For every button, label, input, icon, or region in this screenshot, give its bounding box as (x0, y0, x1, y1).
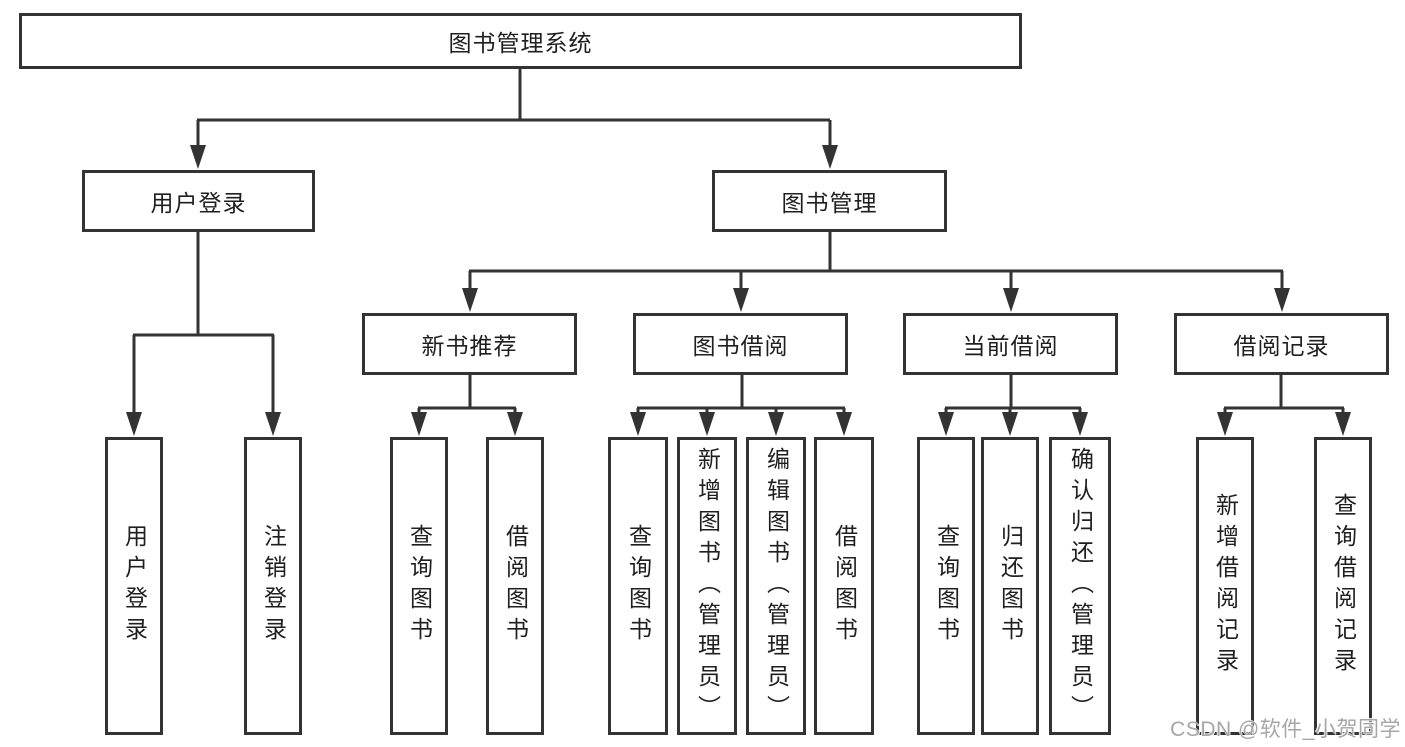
leaf-logout: 注销登录 (244, 437, 302, 735)
csdn-watermark: CSDN @软件_小贺同学 (1170, 718, 1401, 741)
node-new-book-recommend: 新书推荐 (362, 313, 577, 375)
leaf-borrow-books-label: 借阅图书 (831, 524, 858, 648)
leaf-user-login-label: 用户登录 (121, 524, 148, 648)
leaf-user-login: 用户登录 (105, 437, 163, 735)
leaf-return-books-label: 归还图书 (997, 524, 1024, 648)
leaf-query-books-borrowing: 查询图书 (608, 437, 668, 735)
leaf-borrow-books-recommend: 借阅图书 (486, 437, 544, 735)
node-book-management: 图书管理 (712, 170, 947, 232)
leaf-query-books-recommend: 查询图书 (390, 437, 448, 735)
leaf-query-books-current-label: 查询图书 (933, 524, 960, 648)
leaf-query-books-recommend-label: 查询图书 (406, 524, 433, 648)
node-user-login: 用户登录 (82, 170, 315, 232)
node-library-management-system: 图书管理系统 (19, 13, 1022, 69)
leaf-query-books-current: 查询图书 (917, 437, 975, 735)
leaf-confirm-return-admin: 确认归还（管理员） (1049, 437, 1111, 735)
leaf-borrow-books: 借阅图书 (814, 437, 874, 735)
arrowhead-icons (126, 145, 1351, 436)
leaf-query-borrow-record-label: 查询借阅记录 (1330, 493, 1357, 679)
leaf-add-borrow-record-label: 新增借阅记录 (1212, 493, 1239, 679)
leaf-logout-label: 注销登录 (260, 524, 287, 648)
leaf-edit-books-admin-label: 编辑图书（管理员） (763, 446, 790, 726)
leaf-add-books-admin-label: 新增图书（管理员） (694, 446, 721, 726)
leaf-add-books-admin: 新增图书（管理员） (677, 437, 737, 735)
node-book-borrowing: 图书借阅 (633, 313, 848, 375)
leaf-query-books-borrowing-label: 查询图书 (625, 524, 652, 648)
leaf-query-borrow-record: 查询借阅记录 (1314, 437, 1372, 735)
leaf-borrow-books-recommend-label: 借阅图书 (502, 524, 529, 648)
node-current-borrowing: 当前借阅 (903, 313, 1118, 375)
leaf-confirm-return-admin-label: 确认归还（管理员） (1067, 446, 1094, 726)
leaf-edit-books-admin: 编辑图书（管理员） (746, 437, 806, 735)
node-borrowing-records: 借阅记录 (1174, 313, 1389, 375)
leaf-add-borrow-record: 新增借阅记录 (1196, 437, 1254, 735)
leaf-return-books: 归还图书 (981, 437, 1039, 735)
